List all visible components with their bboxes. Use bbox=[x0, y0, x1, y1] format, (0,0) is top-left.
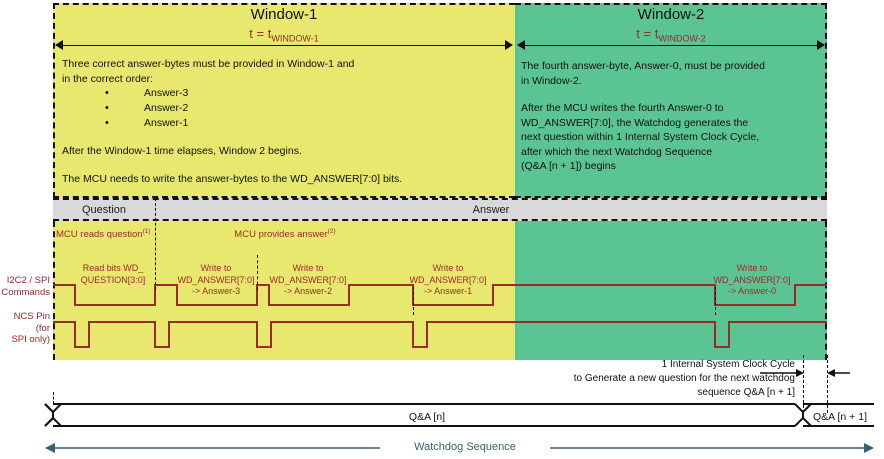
window1-lower-panel bbox=[53, 221, 515, 360]
arrow-shaft bbox=[524, 45, 818, 46]
clock-note-line1: 1 Internal System Clock Cycle bbox=[661, 359, 795, 370]
caption-line2: WD_ANSWER[7:0] bbox=[177, 274, 255, 285]
arrow-shaft bbox=[62, 45, 506, 46]
mcu-provides-answer-text: MCU provides answer bbox=[234, 229, 328, 241]
arrowhead-right-icon bbox=[505, 40, 513, 50]
transaction-caption-answer-0: Write to WD_ANSWER[7:0] -> Answer-0 bbox=[700, 263, 804, 298]
qa-sequence-bus bbox=[44, 403, 874, 427]
transaction-caption-answer-1: Write to WD_ANSWER[7:0] -> Answer-1 bbox=[396, 263, 500, 298]
spacer bbox=[62, 159, 508, 172]
watchdog-sequence-label: Watchdog Sequence bbox=[380, 441, 550, 453]
spacer bbox=[62, 131, 508, 144]
caption-line1: Read bits WD_ bbox=[82, 263, 144, 273]
caption-line1: Write to bbox=[432, 263, 464, 273]
guide-line-answer0-start bbox=[715, 287, 716, 315]
window2-paragraph-2-line1: After the MCU writes the fourth Answer-0… bbox=[521, 102, 724, 114]
mcu-provides-answer-caption: MCU provides answer(2) bbox=[160, 228, 410, 240]
window2-paragraph-1-line1: The fourth answer-byte, Answer-0, must b… bbox=[521, 60, 765, 72]
arrowhead-left-icon bbox=[517, 40, 525, 50]
signal-label-ncs-pin: NCS Pin (for SPI only) bbox=[0, 311, 50, 346]
phase-band bbox=[53, 198, 827, 221]
waveform-i2c-spi-commands bbox=[53, 284, 827, 306]
window1-paragraph-3: The MCU needs to write the answer-bytes … bbox=[62, 172, 403, 185]
guide-line-question-regen bbox=[803, 355, 804, 413]
caption-line1: Write to bbox=[200, 263, 232, 273]
caption-line3: -> Answer-0 bbox=[727, 286, 777, 296]
caption-line2: WD_ANSWER[7:0] bbox=[269, 274, 347, 285]
window2-lower-panel bbox=[515, 221, 827, 360]
window2-paragraph-2-line5: (Q&A [n + 1]) begins bbox=[521, 160, 616, 172]
window1-title: Window-1 bbox=[250, 6, 318, 23]
phase-label-answer: Answer bbox=[472, 204, 510, 216]
caption-line2: QUESTION[3:0] bbox=[80, 274, 146, 285]
guide-line-sequence-start bbox=[53, 392, 54, 404]
window1-intro-line2: in the correct order: bbox=[62, 72, 154, 85]
window2-title: Window-2 bbox=[637, 6, 705, 23]
footnote-marker-2: (2) bbox=[327, 228, 336, 235]
window2-paragraph-2-line2: WD_ANSWER[7:0], the Watchdog generates t… bbox=[521, 116, 749, 129]
window2-duration-subscript: WINDOW-2 bbox=[658, 33, 706, 44]
window2-span-arrow bbox=[517, 40, 825, 51]
answer-bullet-list: Answer-3 Answer-2 Answer-1 bbox=[62, 86, 508, 131]
window2-paragraph-2-line3: next question within 1 Internal System C… bbox=[521, 131, 760, 143]
guide-line-answer3-end bbox=[257, 255, 258, 290]
window1-duration-prefix: t = t bbox=[249, 26, 272, 41]
arrowhead-left-icon bbox=[55, 40, 63, 50]
bus-segment-label-n: Q&A [n] bbox=[408, 411, 446, 423]
list-item: Answer-2 bbox=[62, 101, 508, 116]
window1-paragraph-2: After the Window-1 time elapses, Window … bbox=[62, 145, 302, 157]
window2-panel bbox=[515, 3, 827, 198]
clock-note-line3: sequence Q&A [n + 1] bbox=[697, 387, 795, 398]
arrowhead-right-icon bbox=[817, 40, 825, 50]
window1-span-arrow bbox=[55, 40, 513, 51]
caption-line1: Write to bbox=[292, 263, 324, 273]
waveform-ncs-pin bbox=[53, 321, 827, 348]
window2-paragraph-2-line4: after which the next Watchdog Sequence bbox=[521, 145, 713, 158]
mcu-reads-question-text: MCU reads question bbox=[56, 229, 143, 241]
list-item: Answer-1 bbox=[62, 116, 508, 131]
transaction-caption-answer-2: Write to WD_ANSWER[7:0] -> Answer-2 bbox=[256, 263, 360, 298]
window2-duration-prefix: t = t bbox=[636, 26, 659, 41]
bus-segment-label-n-plus-1: Q&A [n + 1] bbox=[813, 411, 867, 423]
signal-waveforms bbox=[53, 284, 827, 348]
caption-line3: -> Answer-2 bbox=[283, 286, 333, 296]
footnote-marker-1: (1) bbox=[142, 228, 151, 235]
caption-line3: -> Answer-1 bbox=[423, 286, 473, 296]
caption-line2: WD_ANSWER[7:0] bbox=[713, 274, 791, 285]
transaction-caption-read-question: Read bits WD_ QUESTION[3:0] bbox=[63, 263, 163, 286]
spacer bbox=[521, 88, 815, 101]
window1-description: Three correct answer-bytes must be provi… bbox=[62, 57, 508, 186]
internal-clock-cycle-note: 1 Internal System Clock Cycle to Generat… bbox=[505, 358, 795, 400]
mcu-reads-question-caption: MCU reads question(1) bbox=[56, 228, 156, 240]
signal-label-line1: NCS Pin (for bbox=[13, 311, 50, 334]
guide-line-answer1-start bbox=[413, 287, 414, 315]
caption-line1: Write to bbox=[736, 263, 768, 273]
window1-duration: t = tWINDOW-1 bbox=[53, 26, 515, 44]
list-item: Answer-3 bbox=[62, 86, 508, 101]
window1-duration-subscript: WINDOW-1 bbox=[271, 33, 319, 44]
phase-label-question: Question bbox=[81, 204, 127, 216]
window2-description: The fourth answer-byte, Answer-0, must b… bbox=[521, 59, 815, 174]
transaction-caption-answer-3: Write to WD_ANSWER[7:0] -> Answer-3 bbox=[164, 263, 268, 298]
clock-cycle-gap-arrows bbox=[760, 369, 850, 377]
signal-label-line2: SPI only) bbox=[11, 334, 50, 345]
signal-label-i2c-spi-commands: I2C2 / SPI Commands bbox=[0, 275, 50, 298]
clock-note-line2: to Generate a new question for the next … bbox=[573, 373, 795, 384]
window2-duration: t = tWINDOW-2 bbox=[515, 26, 827, 44]
caption-line3: -> Answer-3 bbox=[191, 286, 241, 296]
caption-line2: WD_ANSWER[7:0] bbox=[409, 274, 487, 285]
guide-line-question-end bbox=[155, 198, 156, 290]
window1-intro-line1: Three correct answer-bytes must be provi… bbox=[62, 58, 355, 70]
guide-line-sequence-end bbox=[827, 355, 828, 413]
signal-label-line1: I2C2 / SPI bbox=[6, 275, 50, 286]
signal-label-line2: Commands bbox=[1, 286, 50, 298]
window2-paragraph-1-line2: in Window-2. bbox=[521, 74, 582, 87]
